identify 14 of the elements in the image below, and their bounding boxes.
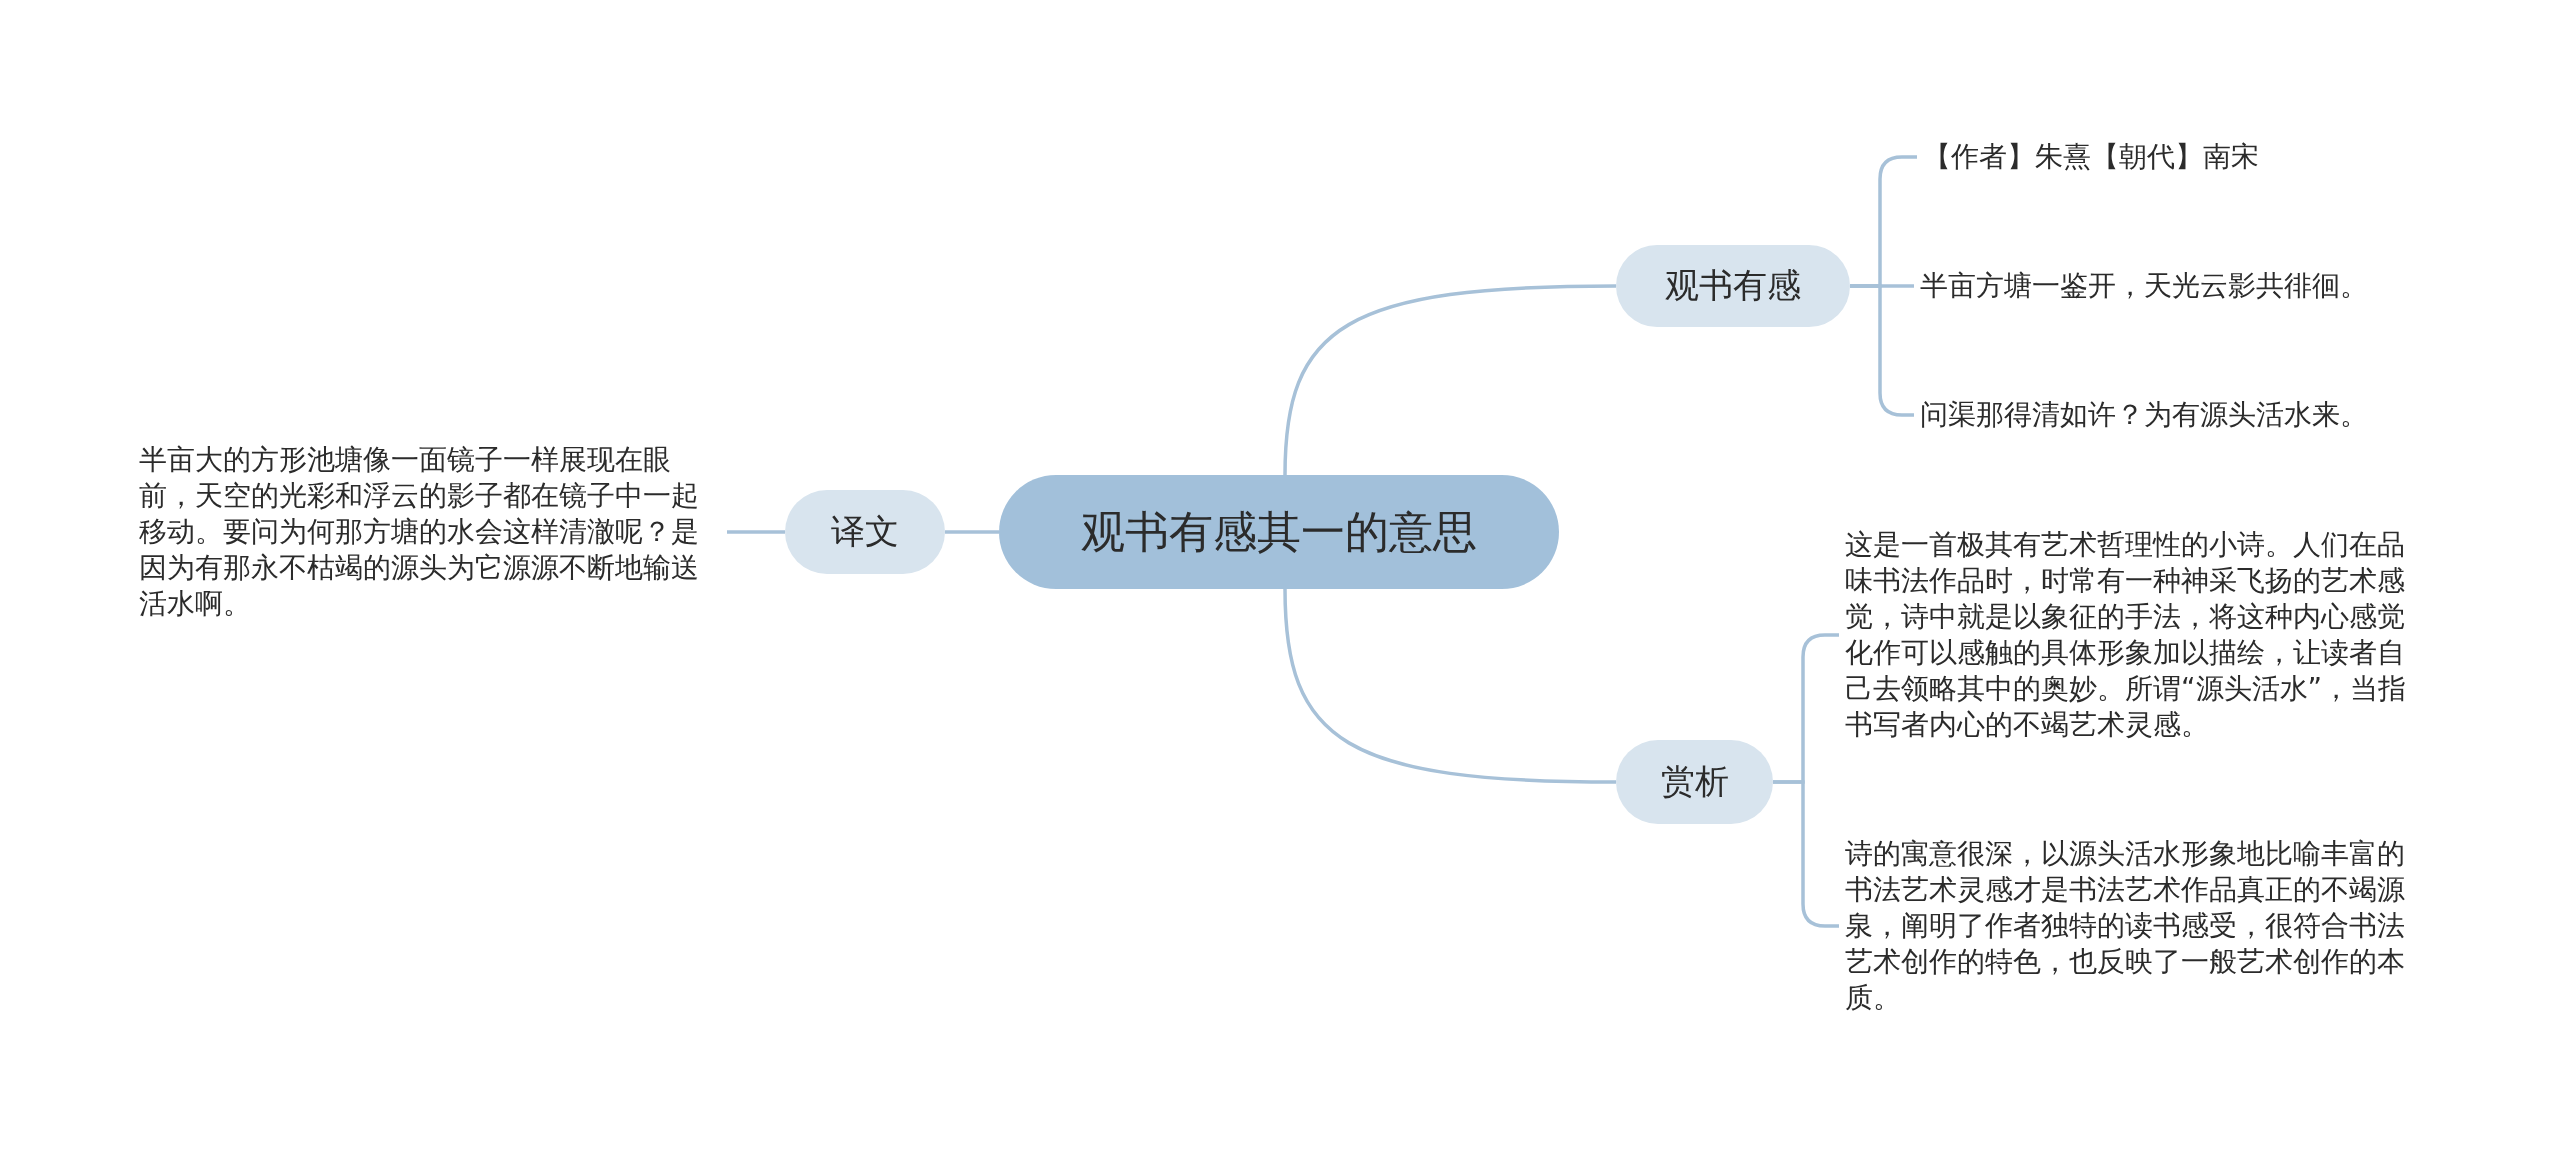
branch-paragraph: 这是一首极其有艺术哲理性的小诗。人们在品味书法作品时，时常有一种神采飞扬的艺术感觉，诗中就是以象征的手法，将这种内心感觉化作可以感触的具体形象加以描绘，让读者自己去领略其中的奥妙。所谓“源头活水”，当指书写者内心的不竭艺术灵感。: [1845, 527, 2423, 743]
branch-paragraph: 诗的寓意很深，以源头活水形象地比喻丰富的书法艺术灵感才是书法艺术作品真正的不竭源泉，阐明了作者独特的读书感受，很符合书法艺术创作的特色，也反映了一般艺术创作的本质。: [1845, 836, 2423, 1016]
topic-box: 译文: [785, 490, 945, 574]
branch-text: 半亩方塘一鉴开，天光云影共徘徊。: [1920, 268, 2368, 304]
connector-line: [1283, 588, 1617, 784]
branch-paragraph: 半亩大的方形池塘像一面镜子一样展现在眼前，天空的光彩和浮云的影子都在镜子中一起移动。要问为何那方塘的水会这样清澈呢？是因为有那永不枯竭的源头为它源源不断地输送活水啊。: [139, 442, 717, 622]
central-topic-box: 观书有感其一的意思: [999, 475, 1559, 589]
connector-line: [1283, 284, 1617, 476]
branch-text: 【作者】朱熹【朝代】南宋: [1923, 139, 2259, 175]
connector-line: [945, 530, 999, 534]
connector-line: [727, 530, 785, 534]
topic-box: 赏析: [1616, 740, 1773, 824]
topic-box: 观书有感: [1616, 245, 1850, 327]
branch-text: 问渠那得清如许？为有源头活水来。: [1920, 397, 2368, 433]
